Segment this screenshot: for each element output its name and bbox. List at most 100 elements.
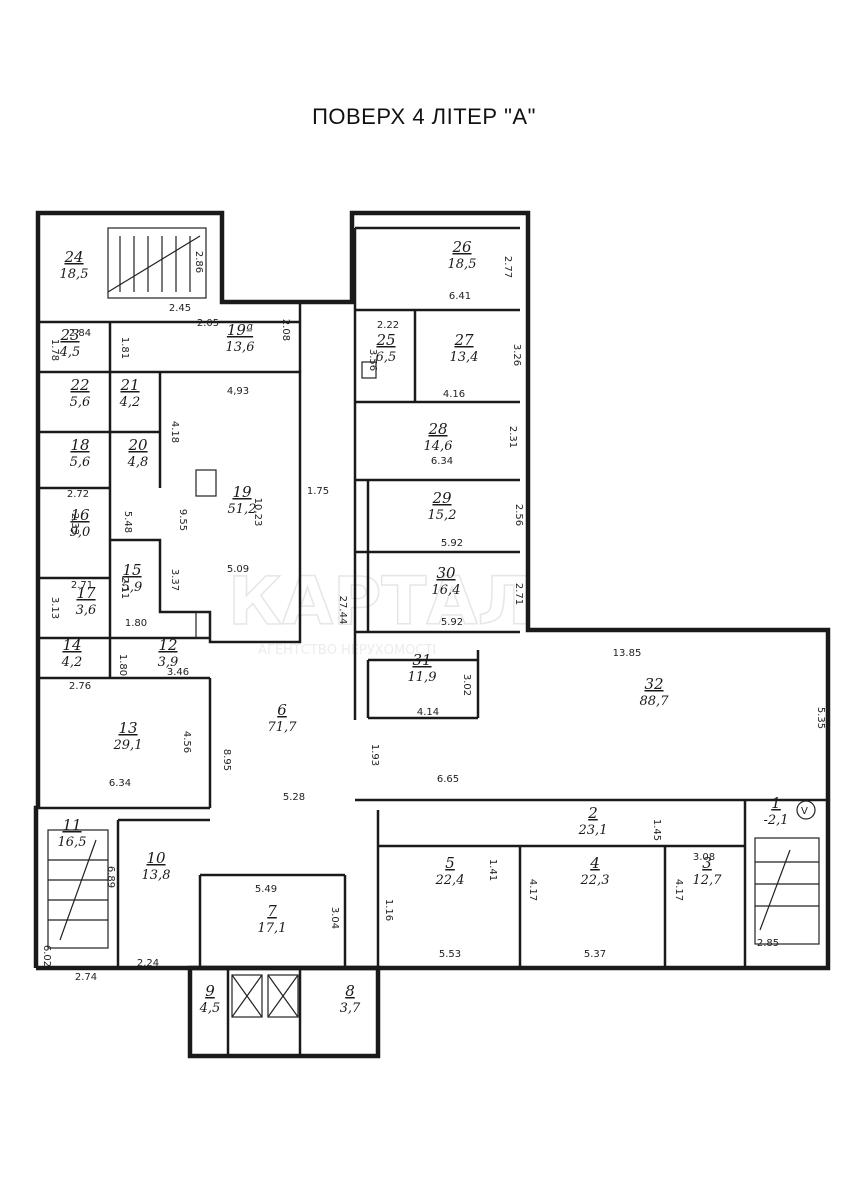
dimension-label: 5.48 bbox=[122, 511, 133, 533]
dimension-label: 1.78 bbox=[49, 339, 60, 361]
dimension-label: 5.49 bbox=[255, 884, 277, 895]
dimension-label: 3.46 bbox=[167, 667, 189, 678]
dimension-label: 2.76 bbox=[69, 681, 91, 692]
dimension-label: 6.41 bbox=[449, 291, 471, 302]
room-number: 27 bbox=[453, 331, 474, 349]
dimension-label: 2.31 bbox=[507, 426, 518, 448]
dimension-label: 3.13 bbox=[49, 597, 60, 619]
room-area: 18,5 bbox=[448, 257, 477, 272]
room-area: 51,2 bbox=[228, 502, 257, 517]
room-number: 31 bbox=[412, 651, 431, 669]
room-number: 14 bbox=[62, 636, 81, 654]
room-area: 13,4 bbox=[450, 350, 479, 365]
dimension-label: 2.45 bbox=[169, 303, 191, 314]
dimension-label: 5.28 bbox=[283, 792, 305, 803]
dimension-label: 3.04 bbox=[329, 907, 340, 929]
room-number: 23 bbox=[59, 326, 79, 344]
room-number: 13 bbox=[118, 719, 137, 737]
room-number: 2 bbox=[587, 804, 598, 822]
dimension-labels: 2.862.452.841.782.082.051.814,934.189.55… bbox=[41, 251, 826, 983]
dimension-label: 4.14 bbox=[417, 707, 439, 718]
dimension-label: 2.08 bbox=[280, 319, 291, 341]
room-number: 3 bbox=[702, 854, 712, 872]
watermark-caption: АГЕНТСТВО НЕРУХОМОСТІ bbox=[258, 643, 436, 658]
dimension-label: 6.34 bbox=[109, 778, 131, 789]
staircase-details: V bbox=[47, 227, 820, 1018]
dimension-label: 5.92 bbox=[441, 617, 463, 628]
dimension-label: 5.37 bbox=[584, 949, 606, 960]
room-labels: 2418,5234,5225,6214,2185,6204,819ª13,619… bbox=[58, 238, 789, 1016]
room-area: 14,6 bbox=[424, 439, 453, 454]
dimension-label: 2.77 bbox=[502, 256, 513, 278]
dimension-label: 8.95 bbox=[221, 749, 232, 771]
room-area: 5,6 bbox=[70, 395, 91, 410]
room-number: 25 bbox=[375, 331, 395, 349]
dimension-label: 2.84 bbox=[69, 328, 91, 339]
room-area: 16,4 bbox=[432, 583, 461, 598]
dimension-label: 2.33 bbox=[69, 513, 80, 535]
room-number: 6 bbox=[277, 701, 287, 719]
room-area: 5,6 bbox=[70, 455, 91, 470]
room-number: 4 bbox=[589, 854, 600, 872]
room-number: 26 bbox=[451, 238, 472, 256]
room-number: 19ª bbox=[227, 321, 253, 339]
room-area: 23,1 bbox=[578, 823, 608, 838]
dimension-label: 6.02 bbox=[41, 945, 52, 967]
room-number: 29 bbox=[431, 489, 452, 507]
room-area: 9,0 bbox=[70, 525, 91, 540]
dimension-label: 2.56 bbox=[513, 504, 524, 526]
dimension-label: 2.71 bbox=[513, 583, 524, 605]
room-number: 12 bbox=[158, 636, 177, 654]
dimension-label: 2.71 bbox=[71, 580, 93, 591]
room-area: 3,9 bbox=[158, 655, 179, 670]
dimension-label: 5.53 bbox=[439, 949, 461, 960]
dimension-label: 4,93 bbox=[227, 386, 249, 397]
dimension-label: 1.41 bbox=[487, 859, 498, 881]
room-area: 22,3 bbox=[580, 873, 610, 888]
room-area: 4,5 bbox=[199, 1001, 221, 1016]
dimension-label: 27.44 bbox=[337, 596, 348, 625]
dimension-label: 3.08 bbox=[693, 852, 715, 863]
room-area: 13,8 bbox=[142, 868, 171, 883]
room-area: 4,2 bbox=[61, 655, 83, 670]
room-area: 4,2 bbox=[119, 395, 141, 410]
room-area: 71,7 bbox=[268, 720, 298, 735]
room-number: 10 bbox=[146, 849, 166, 867]
dimension-label: 1.81 bbox=[119, 337, 130, 359]
dimension-label: 13.85 bbox=[613, 648, 642, 659]
dimension-label: 5.92 bbox=[441, 538, 463, 549]
room-number: 16 bbox=[70, 506, 90, 524]
dimension-label: 4.18 bbox=[169, 421, 180, 443]
dimension-label: 4.17 bbox=[673, 879, 684, 901]
dimension-label: 1.80 bbox=[117, 654, 128, 676]
watermark-brand: КАРТАЛ bbox=[228, 563, 532, 640]
dimension-label: 6.65 bbox=[437, 774, 459, 785]
room-number: 24 bbox=[63, 248, 83, 266]
dimension-label: 2.24 bbox=[137, 958, 159, 969]
room-number: 5 bbox=[445, 854, 455, 872]
room-number: 17 bbox=[76, 584, 96, 602]
room-area: 15,2 bbox=[428, 508, 457, 523]
circle-mark: V bbox=[801, 806, 808, 817]
room-number: 21 bbox=[119, 376, 139, 394]
dimension-label: 6.89 bbox=[105, 866, 116, 888]
room-number: 28 bbox=[427, 420, 447, 438]
room-area: 18,5 bbox=[60, 267, 89, 282]
room-area: -2,1 bbox=[763, 813, 788, 828]
room-area: 17,1 bbox=[258, 921, 287, 936]
room-area: 4,8 bbox=[127, 455, 149, 470]
plan-title: ПОВЕРХ 4 ЛІТЕР "А" bbox=[312, 104, 536, 129]
dimension-label: 4.17 bbox=[527, 879, 538, 901]
room-area: 13,6 bbox=[226, 340, 255, 355]
dimension-label: 4.16 bbox=[443, 389, 465, 400]
room-number: 19 bbox=[232, 483, 252, 501]
room-area: 3,7 bbox=[340, 1001, 361, 1016]
room-number: 1 bbox=[771, 794, 781, 812]
dimension-label: 1.75 bbox=[307, 486, 329, 497]
room-number: 11 bbox=[62, 816, 81, 834]
dimension-label: 2.85 bbox=[757, 938, 779, 949]
room-area: 11,9 bbox=[408, 670, 437, 685]
room-number: 7 bbox=[267, 902, 277, 920]
room-number: 22 bbox=[69, 376, 89, 394]
